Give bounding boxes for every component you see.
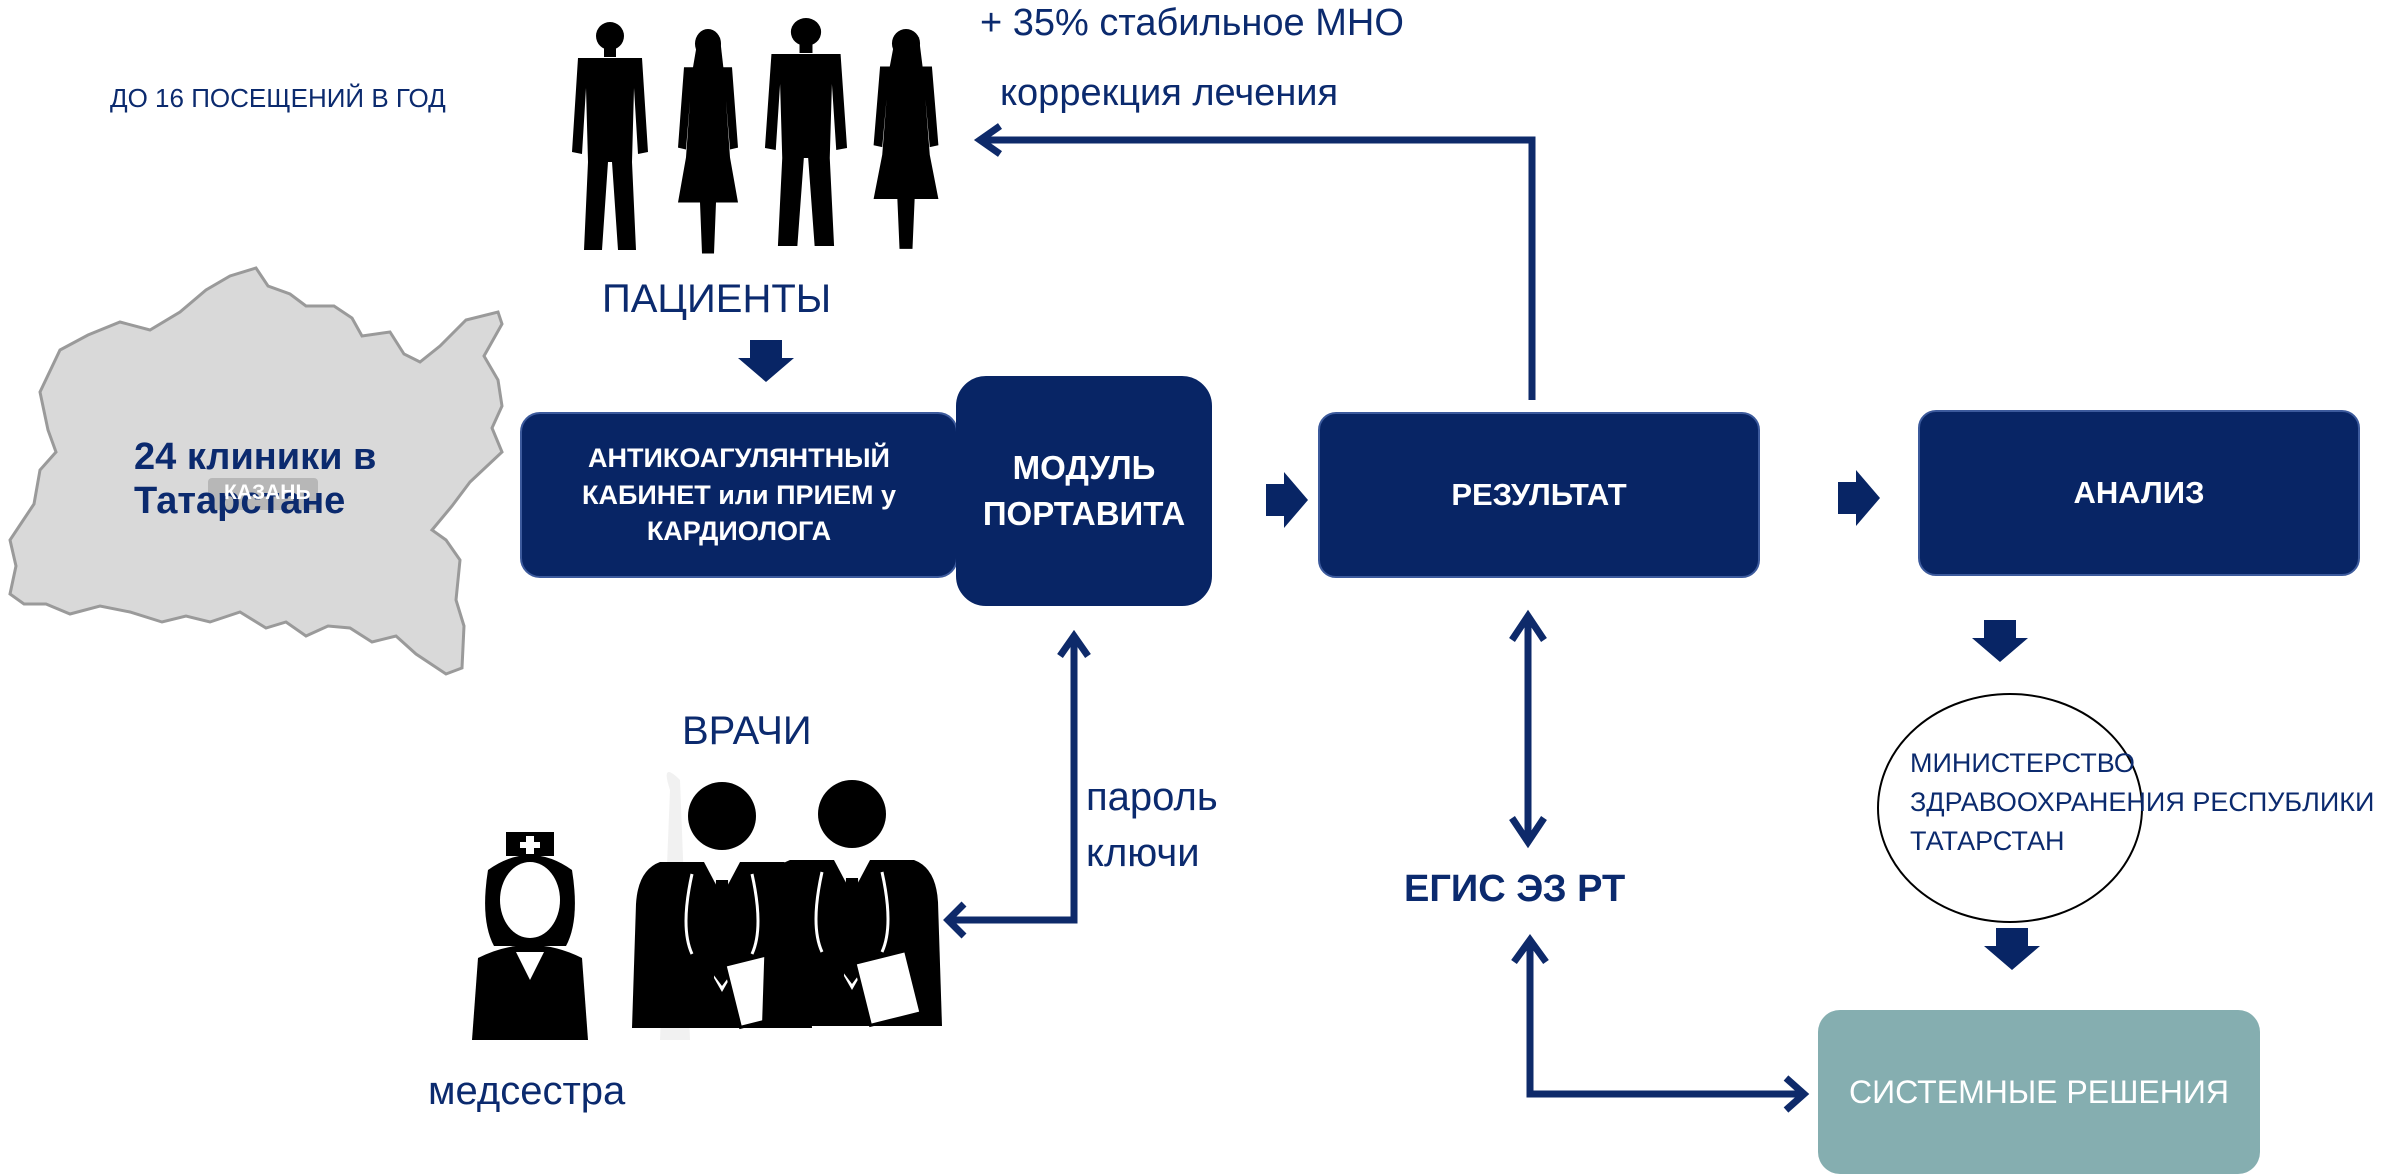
visits-note: ДО 16 ПОСЕЩЕНИЙ В ГОД: [110, 83, 446, 113]
system-solutions-label: СИСТЕМНЫЕ РЕШЕНИЯ: [1849, 1073, 2229, 1110]
kazan-marker: [208, 478, 318, 510]
keys-label: ключи: [1086, 831, 1200, 875]
outcome-line-2: коррекция лечения: [1000, 72, 1339, 114]
access-arrow: [948, 640, 1078, 924]
feedback-arrow: [980, 136, 1536, 400]
patients-label: ПАЦИЕНТЫ: [602, 277, 832, 321]
egis-solutions-arrowhead-right: [1783, 1075, 1810, 1113]
kazan-label: КАЗАНЬ: [224, 481, 311, 504]
outcome-line-1: + 35% стабильное МНО: [980, 2, 1404, 44]
system-solutions-box: СИСТЕМНЫЕ РЕШЕНИЯ: [1818, 1010, 2260, 1174]
analysis-box: АНАЛИЗ: [1918, 410, 2360, 576]
egis-label: ЕГИС ЭЗ РТ: [1404, 868, 1626, 910]
egis-solutions-arrow: [1526, 944, 1802, 1098]
clinics-label: 24 клиники в Татарстане: [134, 436, 377, 522]
nurse-icon: [472, 832, 588, 1040]
anticoagulant-cabinet-box: АНТИКОАГУЛЯНТНЫЙ КАБИНЕТ или ПРИЕМ у КАР…: [520, 412, 958, 578]
result-egis-arrowhead-down: [1509, 816, 1547, 849]
feedback-arrowhead: [973, 123, 1003, 157]
doctors-label: ВРАЧИ: [682, 709, 812, 753]
password-label: пароль: [1086, 775, 1218, 819]
result-egis-arrowhead-up: [1509, 609, 1547, 642]
right-block-arrow-analysis: [1838, 470, 1880, 526]
down-block-arrow-patients: [738, 340, 794, 382]
down-block-arrow-solutions: [1984, 928, 2040, 970]
ministry-circle: [1877, 693, 2143, 923]
portavita-module-label: МОДУЛЬ ПОРТАВИТА: [982, 448, 1186, 532]
anticoagulant-cabinet-label: АНТИКОАГУЛЯНТНЫЙ КАБИНЕТ или ПРИЕМ у КАР…: [582, 443, 896, 547]
patients-icon: [572, 18, 939, 254]
right-block-arrow-result: [1266, 472, 1308, 528]
portavita-module-box: МОДУЛЬ ПОРТАВИТА: [956, 376, 1212, 606]
nurse-label: медсестра: [428, 1069, 626, 1113]
tatarstan-map-icon: [8, 266, 504, 676]
result-label: РЕЗУЛЬТАТ: [1451, 477, 1627, 512]
access-arrowhead-up: [1057, 629, 1091, 659]
down-block-arrow-ministry: [1972, 620, 2028, 662]
ministry-label: МИНИСТЕРСТВО ЗДРАВООХРАНЕНИЯ РЕСПУБЛИКИ …: [1910, 748, 2375, 857]
analysis-label: АНАЛИЗ: [2073, 475, 2205, 510]
egis-solutions-arrowhead-up: [1511, 934, 1549, 965]
result-box: РЕЗУЛЬТАТ: [1318, 412, 1760, 578]
access-arrowhead-left: [943, 901, 967, 939]
doctors-icon: [630, 772, 944, 1040]
